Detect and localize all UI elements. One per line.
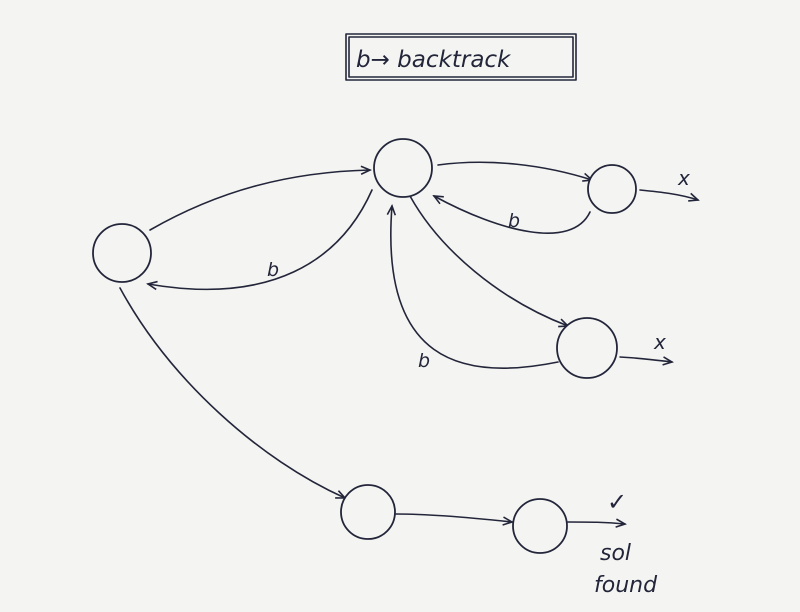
node-right-top (587, 164, 637, 214)
success-text-found: found (594, 573, 658, 598)
edge-root-to-bottom (119, 287, 347, 499)
edge-bottom-to-bottom-right (395, 513, 514, 526)
backtrack-edge-right-top (432, 195, 591, 234)
edge-top-to-right-mid (409, 195, 570, 328)
backtrack-label-left: b (267, 259, 279, 281)
legend-frame-inner (348, 36, 574, 78)
dead-end-mark-top: x (677, 166, 690, 190)
dead-end-mark-mid: x (653, 330, 666, 354)
legend-frame (345, 33, 577, 81)
edge-root-to-top (149, 165, 372, 231)
node-right-mid (556, 317, 618, 379)
exit-arrow-success (567, 518, 627, 528)
backtrack-label-bottom: b (418, 350, 430, 372)
backtrack-label-top: b (508, 210, 520, 232)
legend-text: b→ backtrack (356, 47, 512, 73)
legend-box: b→ backtrack (345, 33, 577, 81)
node-bottom-right (512, 498, 568, 554)
node-top (373, 138, 433, 198)
node-bottom (340, 484, 396, 540)
backtrack-edge-top-to-root (146, 189, 373, 291)
node-root (92, 223, 152, 283)
backtrack-edge-right-mid (386, 204, 559, 370)
exit-arrow-right-top (639, 189, 700, 202)
success-text-sol: sol (600, 541, 631, 566)
success-check-icon: ✓ (607, 488, 627, 516)
exit-arrow-right-mid (619, 356, 674, 366)
edge-top-to-right-top (437, 161, 594, 182)
